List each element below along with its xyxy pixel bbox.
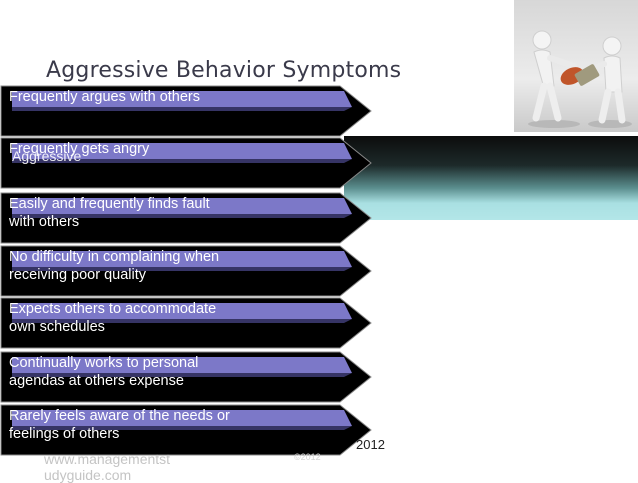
- chevron-arrow-shape: [0, 351, 372, 403]
- symptom-text: Continually works to personal agendas at…: [9, 355, 199, 389]
- symptom-text: Frequently gets angry: [9, 141, 150, 157]
- symptom-card: No difficulty in complaining when receiv…: [0, 245, 372, 297]
- symptom-text: Rarely feels aware of the needs or feeli…: [9, 408, 230, 442]
- symptom-card: Frequently gets angry: [0, 137, 372, 189]
- symptom-card: Easily and frequently finds fault with o…: [0, 192, 372, 244]
- footer-url: www.managementst udyguide.com: [44, 451, 171, 483]
- footer-mark: ©2012: [294, 452, 321, 462]
- chevron-arrow-shape: [0, 85, 372, 137]
- slide-title: Aggressive Behavior Symptoms: [46, 58, 402, 83]
- symptom-card: Continually works to personal agendas at…: [0, 351, 372, 403]
- chevron-arrow-shape: [0, 245, 372, 297]
- chevron-arrow-shape: [0, 404, 372, 456]
- chevron-arrow-shape: [0, 297, 372, 349]
- symptom-text: Expects others to accommodate own schedu…: [9, 301, 217, 335]
- symptom-text: Frequently argues with others: [9, 89, 201, 105]
- overlay-label: Aggressive: [12, 148, 82, 164]
- symptom-card: Expects others to accommodate own schedu…: [0, 297, 372, 349]
- gradient-band: [344, 136, 638, 220]
- symptom-card: Rarely feels aware of the needs or feeli…: [0, 404, 372, 456]
- chevron-arrow-shape: [0, 137, 372, 189]
- two-figures-illustration: [514, 0, 638, 132]
- symptom-text: No difficulty in complaining when receiv…: [9, 249, 220, 283]
- symptom-card: Frequently argues with others: [0, 85, 372, 137]
- footer-year: 2012: [356, 437, 385, 452]
- chevron-arrow-shape: [0, 192, 372, 244]
- figures-icon: [528, 30, 632, 128]
- symptom-text: Easily and frequently finds fault with o…: [9, 196, 210, 230]
